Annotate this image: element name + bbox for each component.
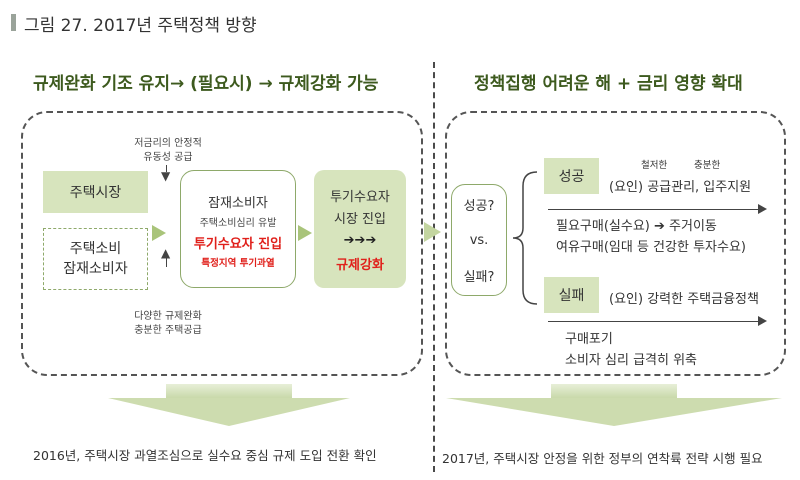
down-arrow-stem [166, 165, 167, 172]
failure-result-line1: 구매포기 [565, 332, 613, 347]
failure-factor-text: (요인) 강력한 주택금융정책 [609, 292, 759, 307]
failure-question: 실패? [463, 270, 495, 285]
right-down-arrow-icon [446, 398, 782, 426]
success-result-line1: 필요구매(실수요) ➔ 주거이동 [556, 219, 717, 234]
potential-consumer-content: 잠재소비자 주택소비심리 유발 투기수요자 진입 특정지역 투기과열 [180, 192, 296, 269]
panel-connector-arrow-icon [424, 222, 441, 242]
branch-bracket-icon [512, 171, 538, 305]
overheating-text: 특정지역 투기과열 [201, 258, 275, 269]
section-divider [433, 62, 435, 472]
triple-arrow-icon: ➔➔➔ [343, 232, 377, 248]
liquidity-note-line2: 유동성 공급 [143, 152, 193, 163]
consumer-sentiment-text: 주택소비심리 유발 [199, 218, 277, 229]
failure-result-line [548, 321, 760, 322]
right-arrow-icon [152, 225, 166, 241]
up-arrow-icon: ▲ [161, 246, 171, 260]
left-conclusion: 2016년, 주택시장 과열조심으로 실수요 중심 규제 도입 전환 확인 [33, 448, 377, 463]
speculative-entry-text: 투기수요자 진입 [193, 237, 283, 252]
versus-label: vs. [469, 232, 489, 248]
regulation-tightening-text: 규제강화 [336, 257, 384, 273]
arrowhead-icon [758, 316, 767, 326]
arrowhead-icon [758, 204, 767, 214]
liquidity-note-line1: 저금리의 안정적 [134, 138, 202, 149]
right-down-arrow-body [551, 384, 677, 398]
left-down-arrow-body [166, 384, 292, 398]
figure-caption: 그림 27. 2017년 주택정책 방향 [24, 16, 257, 36]
housing-consumer-line2: 잠재소비자 [63, 261, 128, 277]
right-arrow-icon [298, 225, 312, 241]
success-factor-text: (요인) 공급관리, 입주지원 [609, 180, 752, 195]
success-result-line2: 여유구매(임대 등 건강한 투자수요) [556, 240, 746, 255]
sufficient-note: 충분한 [694, 160, 721, 171]
success-or-failure-box: 성공? vs. 실패? [451, 184, 507, 296]
down-arrow-icon: ▼ [161, 169, 171, 183]
right-section-heading: 정책집행 어려운 해 + 금리 영향 확대 [474, 74, 743, 94]
failure-label: 실패 [558, 288, 585, 304]
regulation-note-line2: 충분한 주택공급 [134, 325, 202, 336]
speculator-line1: 투기수요자 [330, 189, 390, 205]
potential-consumer-box [180, 170, 296, 288]
success-question: 성공? [463, 199, 495, 214]
potential-consumer-title: 잠재소비자 [208, 196, 268, 211]
success-label-box: 성공 [544, 158, 599, 194]
right-conclusion: 2017년, 주택시장 안정을 위한 정부의 연착륙 전략 시행 필요 [442, 451, 763, 466]
housing-market-box: 주택시장 [43, 171, 148, 213]
failure-label-box: 실패 [544, 277, 599, 313]
success-result-line [548, 209, 760, 210]
housing-consumer-box: 주택소비 잠재소비자 [43, 228, 148, 290]
caption-marker [11, 14, 16, 31]
speculator-line2: 시장 진입 [334, 211, 386, 227]
left-down-arrow-icon [108, 398, 350, 426]
success-label: 성공 [558, 169, 585, 185]
housing-consumer-line1: 주택소비 [69, 240, 122, 257]
up-arrow-stem [166, 255, 167, 267]
failure-result-line2: 소비자 심리 급격히 위축 [565, 353, 697, 368]
liquidity-note: 저금리의 안정적 유동성 공급 [118, 137, 218, 165]
thorough-note: 철저한 [641, 160, 668, 171]
left-section-heading: 규제완화 기조 유지→ (필요시) → 규제강화 가능 [33, 74, 379, 94]
regulation-note-line1: 다양한 규제완화 [134, 311, 202, 322]
regulation-note: 다양한 규제완화 충분한 주택공급 [118, 310, 218, 338]
housing-market-label: 주택시장 [69, 185, 122, 201]
speculator-box: 투기수요자 시장 진입 ➔➔➔ 규제강화 [314, 170, 406, 288]
